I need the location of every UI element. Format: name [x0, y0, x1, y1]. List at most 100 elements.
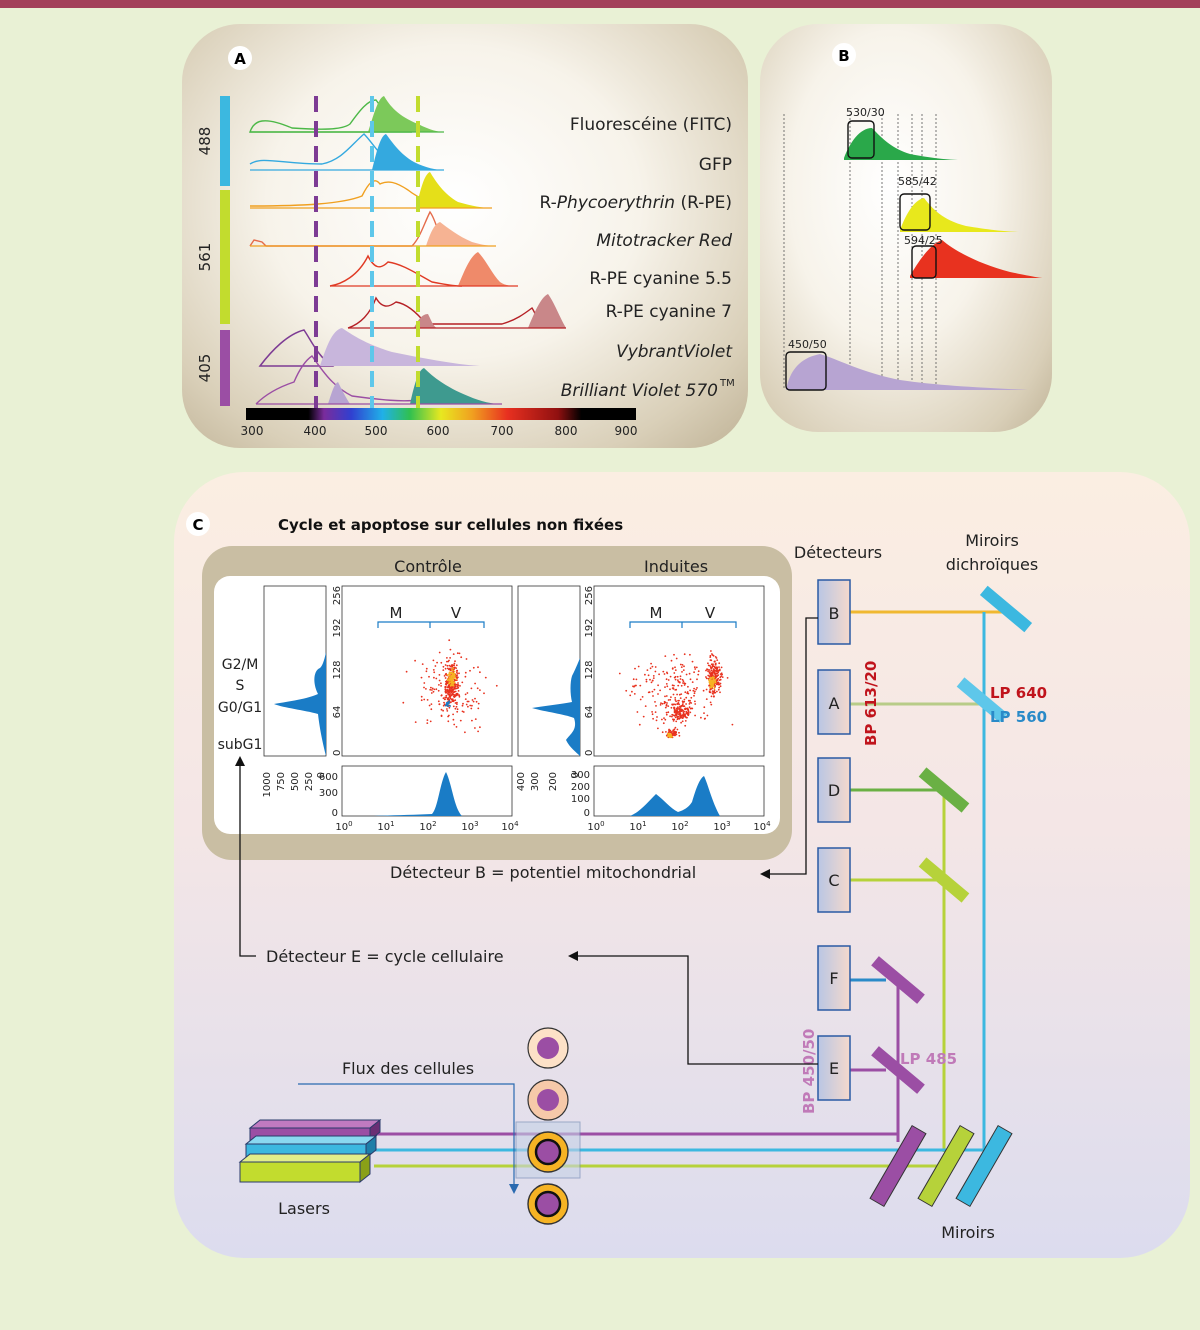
fluorochrome-rpe-label: R-Phycoerythrin (R-PE) [540, 193, 732, 213]
scatter-dot [454, 707, 457, 710]
laser-bar-488 [220, 96, 230, 186]
scatter-dot [673, 715, 676, 717]
scatter-dot [447, 715, 449, 718]
scatter-dot [713, 665, 716, 668]
scatter-dot [705, 677, 708, 680]
scatter-dot [694, 714, 696, 717]
control-log-axis: 100 101 102 103 104 [335, 820, 519, 833]
scatter-dot [700, 716, 702, 719]
panel-c-title: Cycle et apoptose sur cellules non fixée… [278, 516, 623, 534]
scatter-dot [651, 665, 654, 668]
phase-label-subg1: subG1 [218, 737, 263, 753]
scatter-dot [446, 664, 449, 667]
scatter-dot [685, 696, 688, 699]
scatter-dot [452, 713, 454, 716]
wavelength-tick: 300 [241, 424, 264, 438]
scatter-dot [653, 688, 656, 691]
scatter-dot [479, 671, 481, 674]
scatter-dot [703, 718, 706, 720]
scatter-dot [661, 731, 664, 734]
scatter-dot [447, 701, 450, 704]
scatter-dot [681, 717, 684, 719]
scatter-dot [449, 705, 451, 707]
rpecy55-emission [458, 252, 518, 286]
scatter-dot [677, 711, 680, 713]
scatter-dot [674, 703, 677, 706]
scatter-dot [694, 668, 697, 670]
scatter-dot [451, 684, 454, 687]
scatter-dot [447, 705, 450, 708]
scatter-dot [432, 690, 435, 693]
bp-450-label: BP 450/50 [800, 1029, 818, 1114]
induced-gate-m: M [650, 604, 663, 622]
scatter-dot [674, 697, 677, 699]
scatter-dot [664, 655, 667, 657]
scatter-dot [452, 718, 455, 721]
scatter-dot [443, 701, 445, 704]
scatter-dot [641, 696, 644, 698]
scatter-dot [469, 669, 471, 672]
scatter-dot [445, 683, 448, 686]
scatter-dot [670, 733, 672, 736]
scatter-dot [679, 712, 681, 715]
cells [527, 1027, 569, 1225]
scatter-dot [444, 664, 447, 666]
scatter-dot [446, 681, 449, 684]
scatter-dot [448, 664, 451, 667]
scatter-dot [471, 719, 473, 722]
laser-bar-405 [220, 330, 230, 406]
control-gate-m: M [390, 604, 403, 622]
detector-f [817, 945, 851, 1011]
scatter-dot [440, 685, 442, 687]
scatter-dot [684, 720, 687, 722]
scatter-dot [685, 710, 688, 713]
scatter-dot [665, 683, 668, 685]
scatter-dot [711, 676, 714, 678]
panel-b-svg: B 530/30 585/42 594/25 450/50 [783, 43, 1044, 391]
lasers-label: Lasers [278, 1199, 330, 1218]
scatter-dot [452, 705, 455, 708]
induced-bottom-y-tick: 200 [571, 782, 590, 793]
scatter-dot [431, 689, 433, 691]
scatter-dot [479, 689, 481, 691]
log-tick: 104 [753, 820, 771, 833]
scatter-dot [693, 687, 695, 690]
scatter-dot [718, 668, 721, 671]
scatter-dot [458, 672, 460, 675]
scatter-dot [448, 672, 451, 674]
scatter-dot [442, 665, 445, 668]
scatter-dot [449, 657, 451, 659]
scatter-dot [673, 653, 675, 656]
scatter-dot [655, 705, 657, 707]
log-tick: 103 [713, 820, 730, 833]
vybrant-excitation [258, 329, 335, 367]
scatter-dot [713, 660, 716, 663]
fitc-emission [368, 96, 444, 132]
log-tick: 103 [461, 820, 478, 833]
control-hist-tick: 0 [316, 772, 327, 778]
detector-c-label: C [828, 871, 839, 890]
panel-b-letter: B [838, 47, 849, 65]
scatter-dot [466, 692, 469, 694]
scatter-dot [460, 656, 463, 659]
flux-label: Flux des cellules [342, 1059, 474, 1078]
scatter-dot [711, 690, 714, 692]
scatter-dot [456, 652, 459, 655]
induced-bottom-histogram [593, 765, 765, 817]
scatter-dot [684, 713, 686, 716]
scatter-dot [420, 695, 423, 698]
scatter-dot [495, 684, 498, 687]
scatter-dot [436, 661, 438, 664]
scatter-dot [435, 677, 438, 680]
scatter-dot [654, 670, 657, 673]
scatter-dot [715, 670, 718, 673]
scatter-dot [452, 683, 455, 685]
scatter-dot [676, 715, 679, 718]
scatter-dot [710, 673, 713, 676]
scatter-dot [710, 666, 713, 669]
scatter-dot [461, 704, 464, 707]
scatter-dot [459, 719, 462, 722]
scatter-dot [679, 675, 682, 678]
scatter-dot [731, 723, 734, 726]
wavelength-tick: 600 [427, 424, 450, 438]
